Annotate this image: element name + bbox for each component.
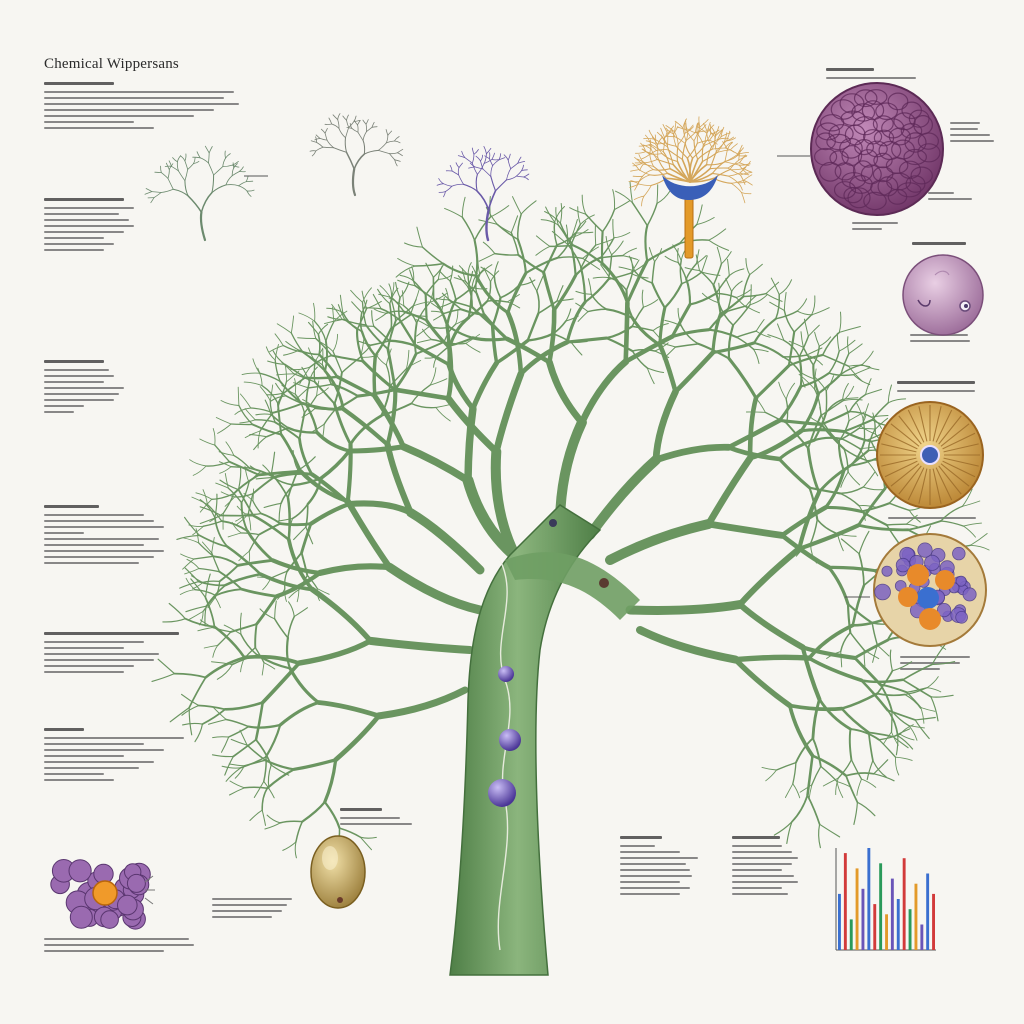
organelle-icon xyxy=(876,401,984,509)
histogram-bar xyxy=(920,924,924,950)
dendrite-tree-icon xyxy=(144,145,255,242)
vesicle-icon xyxy=(499,729,521,751)
text-block-12 xyxy=(912,242,972,251)
node-marker xyxy=(549,519,557,527)
histogram-bar xyxy=(932,893,935,950)
histogram-bar xyxy=(861,888,865,950)
node-marker xyxy=(599,578,609,588)
histogram-bar xyxy=(873,904,877,950)
dendrite-tree-icon xyxy=(309,113,404,197)
text-block-6 xyxy=(44,728,244,785)
text-block-16 xyxy=(900,656,980,674)
text-block-10 xyxy=(928,192,988,204)
histogram-bar xyxy=(908,909,912,950)
neuron-body xyxy=(662,175,718,200)
trunk-fork xyxy=(505,552,640,620)
histogram-bar xyxy=(855,868,859,950)
histogram-bar xyxy=(902,858,906,950)
histogram-bar xyxy=(896,899,900,950)
text-block-18 xyxy=(212,898,312,922)
histogram-bar xyxy=(914,883,918,950)
histogram-bar xyxy=(926,873,930,950)
text-block-5 xyxy=(44,632,244,677)
molecule-cluster-icon xyxy=(873,533,987,647)
seed-icon xyxy=(310,835,366,909)
text-block-1 xyxy=(44,82,244,133)
histogram-bar xyxy=(838,893,841,950)
vesicle-cell-icon xyxy=(902,254,984,336)
text-block-8 xyxy=(826,68,926,83)
text-block-14 xyxy=(897,381,987,396)
text-block-19 xyxy=(620,836,710,899)
axon xyxy=(684,189,694,259)
dendrite-tree-icon xyxy=(436,146,530,242)
text-block-20 xyxy=(732,836,822,899)
cell-cluster-icon xyxy=(810,82,944,216)
histogram-bar xyxy=(867,848,871,950)
page-title: Chemical Wippersans xyxy=(44,56,179,72)
neuron-icon xyxy=(628,116,753,207)
histogram-bar xyxy=(879,863,883,950)
text-block-3 xyxy=(44,360,244,417)
text-block-17 xyxy=(340,808,420,829)
text-block-4 xyxy=(44,505,244,568)
molecule-cluster-icon xyxy=(50,859,155,930)
histogram-bar xyxy=(885,914,888,950)
dendrite-tree-icon xyxy=(151,181,990,864)
text-block-11 xyxy=(852,222,912,234)
text-block-7 xyxy=(44,938,204,956)
histogram-icon xyxy=(835,848,936,951)
text-block-9 xyxy=(950,122,1010,146)
tree-trunk xyxy=(449,504,602,976)
text-block-15 xyxy=(888,517,988,523)
text-block-2 xyxy=(44,198,244,255)
vesicle-icon xyxy=(488,779,516,807)
histogram-bar xyxy=(890,878,894,950)
vesicle-icon xyxy=(498,666,514,682)
histogram-bar xyxy=(843,853,847,950)
histogram-bar xyxy=(849,919,853,950)
